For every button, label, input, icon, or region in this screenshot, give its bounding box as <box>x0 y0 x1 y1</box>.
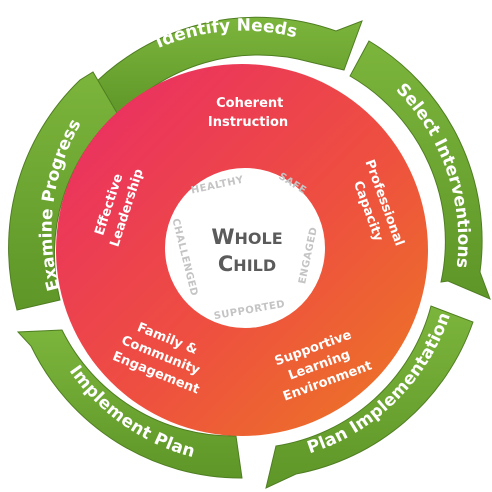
arrow-examine-progress <box>8 71 118 311</box>
domain-coherent-instruction: Coherent Instruction <box>208 96 288 130</box>
core-title: WHOLE CHILD <box>211 225 282 276</box>
arrow-plan-implementation <box>265 305 474 489</box>
arrow-select-interventions <box>349 40 491 300</box>
cycle-ring <box>8 16 491 489</box>
domain-family-community-engagement: Family & Community Engagement <box>110 316 215 398</box>
core-title-line1: WHOLE <box>211 225 282 249</box>
core-title-line2: CHILD <box>218 252 276 276</box>
arrow-implement-plan <box>16 329 243 479</box>
arrow-identify-needs <box>87 16 363 120</box>
whole-child-core <box>165 168 325 328</box>
